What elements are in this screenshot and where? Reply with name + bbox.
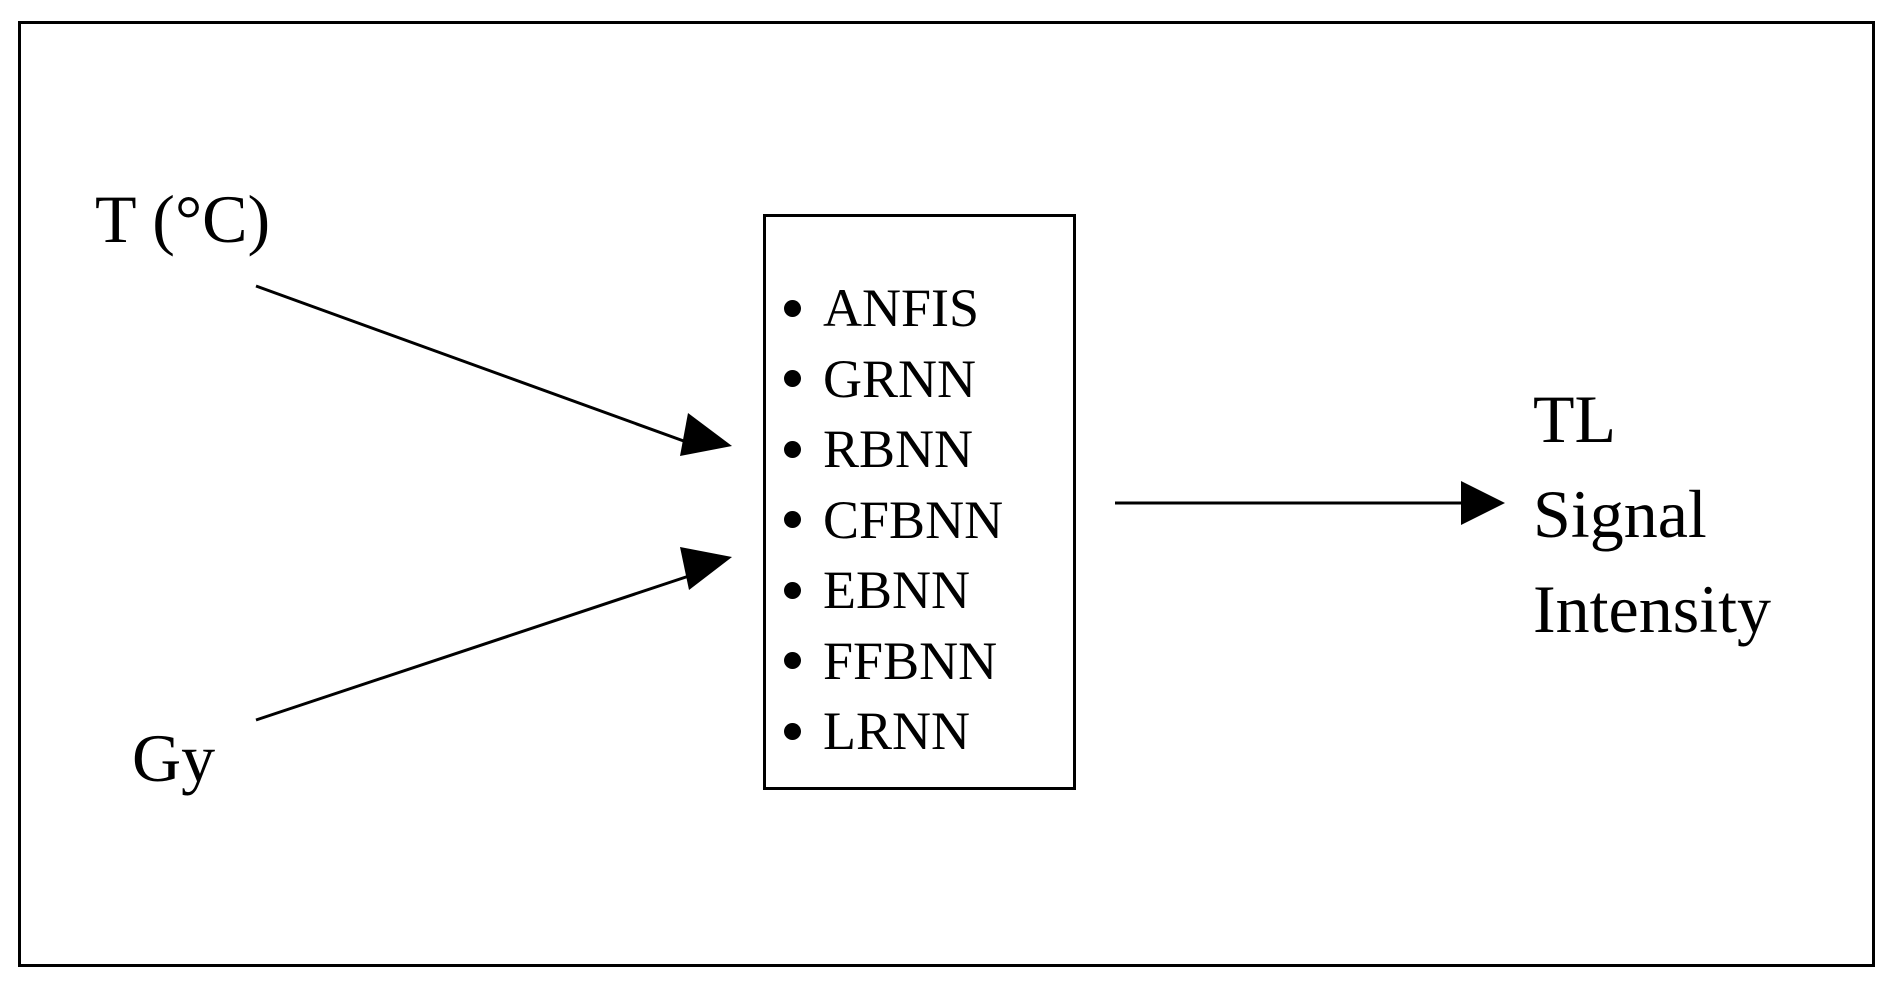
arrowhead-temp (680, 413, 732, 456)
output-label: TL Signal Intensity (1533, 372, 1771, 657)
model-item-cfbnn: CFBNN (784, 485, 1003, 556)
bullet-icon (784, 370, 801, 388)
model-item-grnn: GRNN (784, 344, 1003, 415)
input-dose-label: Gy (132, 720, 216, 796)
model-item-ebnn: EBNN (784, 555, 1003, 626)
model-label: EBNN (823, 560, 970, 621)
model-label: LRNN (823, 701, 970, 762)
bullet-icon (784, 440, 801, 458)
model-box: ANFIS GRNN RBNN CFBNN EBNN FFBNN LRNN (763, 214, 1076, 790)
arrow-dose-to-models (255, 573, 693, 722)
model-label: CFBNN (823, 489, 1004, 550)
model-item-ffbnn: FFBNN (784, 626, 1003, 697)
bullet-icon (784, 722, 801, 740)
input-temperature-label: T (°C) (95, 181, 271, 257)
model-label: RBNN (823, 419, 974, 480)
model-item-lrnn: LRNN (784, 696, 1003, 767)
model-label: GRNN (823, 348, 977, 409)
model-label: ANFIS (823, 278, 980, 339)
bullet-icon (784, 581, 801, 599)
model-list: ANFIS GRNN RBNN CFBNN EBNN FFBNN LRNN (784, 273, 1003, 767)
output-line-1: TL (1533, 381, 1617, 457)
model-label: FFBNN (823, 630, 998, 691)
output-line-2: Signal (1533, 476, 1707, 552)
arrowhead-output (1461, 481, 1505, 525)
bullet-icon (784, 511, 801, 529)
arrow-temp-to-models (255, 284, 693, 446)
model-item-rbnn: RBNN (784, 414, 1003, 485)
bullet-icon (784, 652, 801, 670)
diagram-frame (18, 21, 1875, 967)
bullet-icon (784, 299, 801, 317)
output-line-3: Intensity (1533, 571, 1771, 647)
model-item-anfis: ANFIS (784, 273, 1003, 344)
arrowhead-dose (680, 547, 732, 590)
